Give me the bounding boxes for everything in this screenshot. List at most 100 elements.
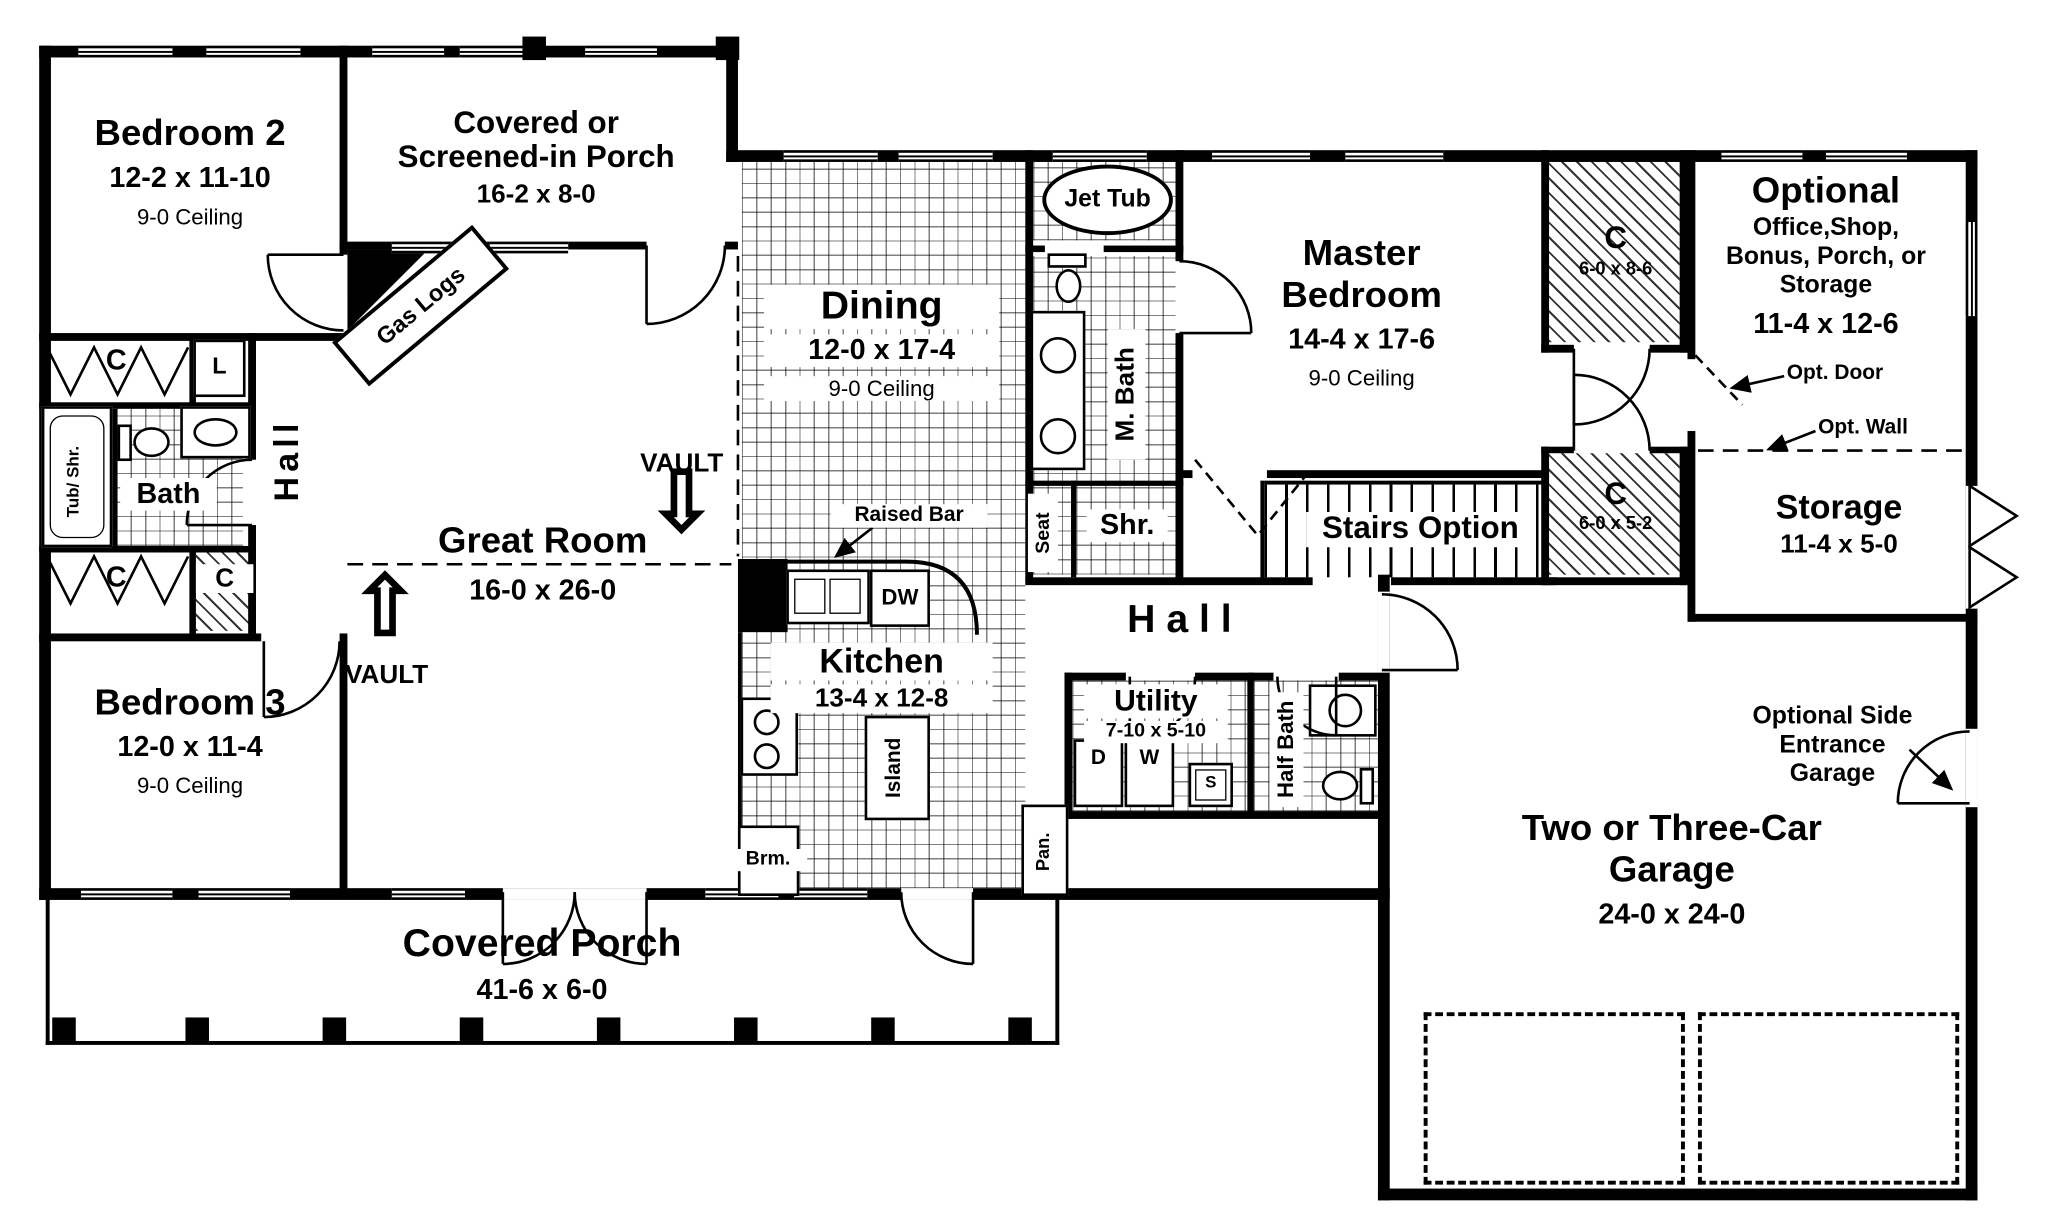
wall-segment (189, 336, 196, 409)
dryer-label: D (1090, 747, 1106, 770)
closet-lower-dims: 6-0 x 5-2 (1579, 511, 1653, 533)
window-symbol (80, 888, 173, 900)
island-label: Island (882, 737, 906, 799)
wall-segment (1541, 150, 1550, 353)
plan-figure (1766, 429, 1816, 452)
porch-post (1008, 1017, 1032, 1041)
porch-post (52, 1017, 76, 1041)
utility-name: Utility (1084, 683, 1228, 719)
garage-dims: 24-0 x 24-0 (1598, 897, 1746, 930)
mbath-toilet-bowl (1055, 269, 1082, 304)
linen-closet-box (193, 339, 246, 398)
screened-porch-name-1: Covered or (453, 105, 619, 142)
door-opening (502, 888, 647, 900)
halfbath-toilet-bowl (1321, 770, 1359, 801)
mbath-sink-1 (1039, 336, 1077, 374)
wall-segment (1175, 333, 1184, 582)
raised-bar-label: Raised Bar (830, 504, 988, 528)
window-symbol (1825, 150, 1907, 162)
bedroom2-ceiling: 9-0 Ceiling (136, 205, 244, 230)
bath-label: Bath (120, 477, 217, 511)
wall-segment (1175, 150, 1184, 262)
jet-tub-label: Jet Tub (1064, 185, 1151, 213)
kitchen-sink-basin-1 (794, 578, 826, 614)
wall-segment (39, 402, 256, 409)
window-symbol (206, 45, 301, 58)
utility-dims: 7-10 x 5-10 (1084, 720, 1228, 743)
window-symbol (1965, 222, 1978, 317)
door-opening (901, 888, 974, 900)
kitchen-name: Kitchen (770, 642, 993, 681)
wall-segment (1025, 577, 1184, 586)
master-name-2: Bedroom (1281, 274, 1442, 315)
wall-segment (1649, 344, 1688, 353)
window-symbol (489, 241, 569, 254)
great-room-dims: 16-0 x 26-0 (469, 573, 617, 607)
vault-arrow-down-icon: ⇩ (646, 454, 717, 549)
wall-segment (1338, 672, 1386, 681)
plan-figure (1381, 592, 1459, 672)
side-entrance-label-2: Entrance (1779, 731, 1886, 759)
wall-segment (1679, 150, 1688, 353)
window-symbol (1052, 150, 1147, 162)
wall-segment (1025, 245, 1045, 253)
screened-porch-name-2: Screened-in Porch (397, 139, 675, 176)
porch-post (459, 1017, 484, 1041)
bedroom3-dims: 12-0 x 11-4 (117, 730, 263, 763)
wall-segment (1541, 577, 1688, 586)
door-opening (1965, 728, 1978, 808)
wall-segment (1103, 245, 1184, 253)
wall-segment (1071, 480, 1077, 578)
wall-segment (45, 888, 50, 1045)
wall-segment (1687, 613, 1978, 622)
window-symbol (794, 888, 868, 900)
wall-segment (1649, 446, 1688, 454)
window-symbol (78, 45, 173, 58)
porch-post (734, 1017, 758, 1041)
garage-name-2: Garage (1608, 848, 1735, 890)
master-ceiling: 9-0 Ceiling (1308, 365, 1415, 391)
dining-dims: 12-0 x 17-4 (764, 334, 1000, 367)
plan-figure (645, 245, 727, 326)
sink-label: S (1205, 771, 1217, 792)
wall-segment (724, 241, 738, 250)
kitchen-island (864, 715, 930, 821)
master-name-1: Master (1302, 232, 1421, 273)
wall-segment (189, 545, 196, 634)
wall-segment (1025, 480, 1184, 486)
bath-sink (193, 417, 238, 447)
opt-wall-label: Opt. Wall (1818, 416, 1908, 439)
kitchen-sink-basin-2 (829, 578, 861, 614)
wall-segment (45, 1040, 1060, 1045)
window-symbol (198, 888, 290, 900)
garage-door-left (1423, 1012, 1685, 1185)
closet-lower-shelving (1549, 453, 1680, 575)
dining-name: Dining (764, 284, 1000, 329)
opt-door-label: Opt. Door (1786, 361, 1884, 384)
porch-post (322, 1017, 347, 1041)
bath-sink-counter (180, 406, 251, 459)
bedroom2-name: Bedroom 2 (94, 112, 286, 153)
range-burner-2 (753, 743, 780, 770)
closet-lower-label: C (1604, 476, 1627, 512)
bedroom3-name: Bedroom 3 (94, 681, 286, 723)
hall-center-label: H a l l (1127, 598, 1232, 642)
wall-segment (39, 545, 256, 553)
wall-segment (1182, 470, 1193, 479)
garage-door-right (1697, 1012, 1960, 1185)
window-symbol (391, 241, 471, 254)
wall-segment (1055, 888, 1060, 1045)
plan-figure (899, 892, 975, 966)
covered-porch-name: Covered Porch (402, 922, 682, 966)
wall-segment (1679, 446, 1688, 586)
closet-upper-label: C (1604, 220, 1627, 256)
plan-figure (1694, 354, 1744, 406)
wall-segment (1541, 446, 1550, 586)
side-entrance-label-3: Garage (1789, 760, 1876, 788)
wall-segment (1264, 480, 1550, 485)
wall-segment (737, 559, 788, 633)
closet-left-bottom-label: C (105, 560, 127, 593)
plan-figure (1572, 373, 1651, 451)
window-symbol (585, 45, 657, 58)
